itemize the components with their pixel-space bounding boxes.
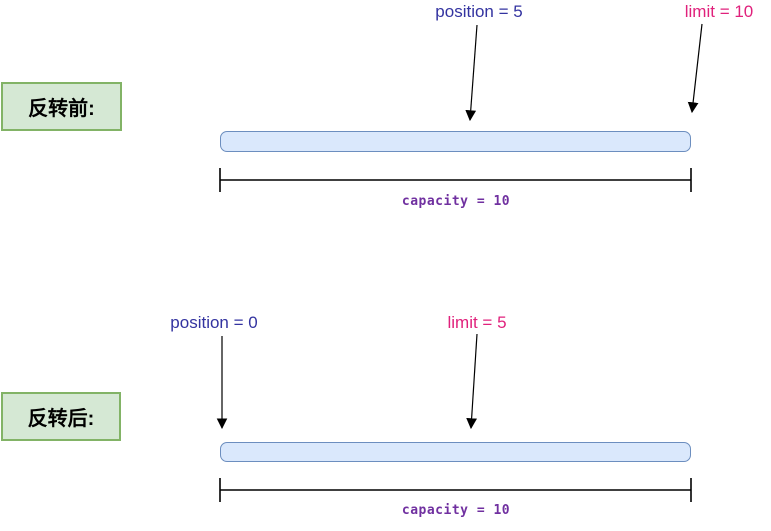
- after-position-label: position = 0: [170, 313, 258, 332]
- after-section-box: 反转后:: [1, 392, 121, 441]
- before-capacity-label: capacity = 10: [401, 194, 511, 209]
- before-position-label: position = 5: [435, 2, 523, 21]
- after-capacity-ruler: [219, 478, 692, 502]
- after-section-label: 反转后:: [27, 408, 95, 430]
- before-limit-label: limit = 10: [684, 2, 754, 21]
- after-capacity-label: capacity = 10: [401, 503, 511, 518]
- before-capacity-ruler: [219, 168, 692, 192]
- before-limit-arrow: [687, 23, 703, 114]
- before-buffer-bar: [220, 131, 691, 152]
- before-position-arrow: [465, 24, 478, 122]
- before-section-label: 反转前:: [28, 98, 95, 120]
- before-section-box: 反转前:: [1, 82, 122, 131]
- after-buffer-bar: [220, 442, 691, 462]
- after-limit-arrow: [466, 333, 478, 430]
- after-limit-label: limit = 5: [447, 313, 507, 332]
